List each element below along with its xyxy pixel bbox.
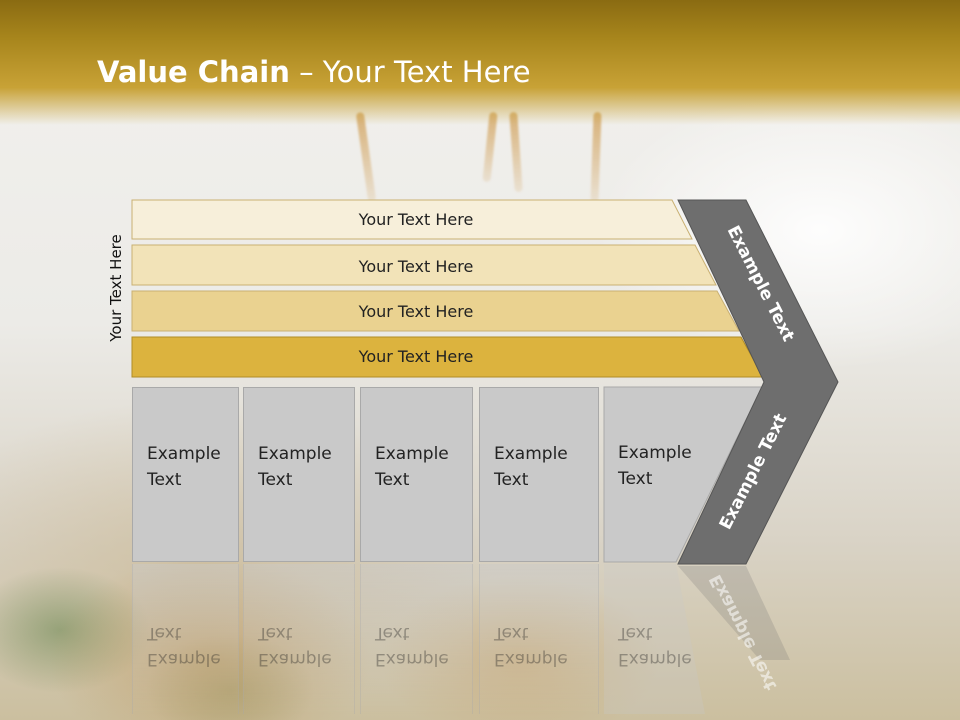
box-1-label: Example Text <box>147 444 221 490</box>
chevron-arrow <box>677 199 839 565</box>
bar-1-label: Your Text Here <box>358 210 474 229</box>
box-5-reflection-label: Example Text <box>618 623 692 669</box>
box-1-reflection: Example Text <box>132 564 239 714</box>
box-4-label: Example Text <box>494 444 568 490</box>
bar-1: Your Text Here <box>131 199 693 240</box>
bar-2-shape <box>131 244 717 286</box>
box-2: Example Text <box>243 387 355 562</box>
box-5-label: Example Text <box>618 443 692 489</box>
slide-title: Value Chain – Your Text Here <box>97 55 531 89</box>
box-3-label: Example Text <box>375 444 449 490</box>
box-4: Example Text <box>479 387 599 562</box>
box-2-reflection-label: Example Text <box>258 623 332 669</box>
box-3-reflection: Example Text <box>360 564 473 714</box>
bar-3-label: Your Text Here <box>358 302 474 321</box>
header-band <box>0 0 960 125</box>
bar-4-label: Your Text Here <box>358 347 474 366</box>
box-3-reflection-label: Example Text <box>375 623 449 669</box>
title-rest: – Your Text Here <box>289 55 531 89</box>
bar-2: Your Text Here <box>131 244 717 286</box>
box-5-reflection-text: Example Text <box>604 564 692 714</box>
box-1: Example Text <box>132 387 239 562</box>
bar-3-shape <box>131 290 740 332</box>
box-5: Example Text <box>604 387 692 562</box>
bar-3: Your Text Here <box>131 290 740 332</box>
box-1-reflection-label: Example Text <box>147 623 221 669</box>
box-5-reflection <box>604 564 705 714</box>
box-3: Example Text <box>360 387 473 562</box>
title-bold: Value Chain <box>97 55 290 89</box>
chevron-reflection <box>678 566 790 660</box>
box-4-reflection: Example Text <box>479 564 599 714</box>
box-4-reflection-label: Example Text <box>494 623 568 669</box>
bar-2-label: Your Text Here <box>358 257 474 276</box>
box-2-reflection: Example Text <box>243 564 355 714</box>
bar-4: Your Text Here <box>131 336 764 378</box>
bar-1-shape <box>131 199 693 240</box>
box-2-label: Example Text <box>258 444 332 490</box>
box-5-shape <box>603 386 763 563</box>
